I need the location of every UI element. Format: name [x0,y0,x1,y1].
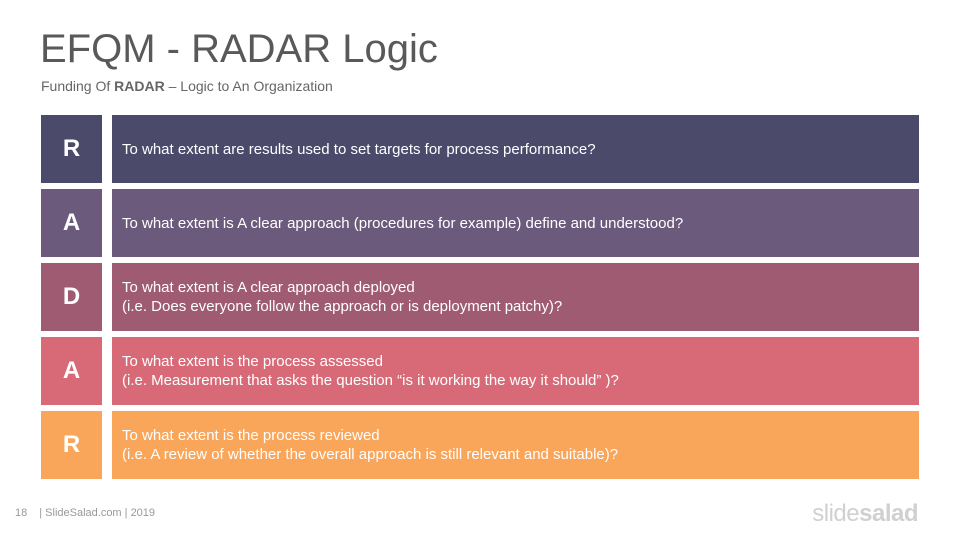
radar-description: To what extent is A clear approach (proc… [112,189,919,257]
subtitle-suffix: – Logic to An Organization [164,78,333,94]
radar-row: A To what extent is A clear approach (pr… [41,189,919,257]
page-subtitle: Funding Of RADAR – Logic to An Organizat… [41,78,333,94]
radar-description-line1: To what extent is A clear approach deplo… [122,279,415,296]
slidesalad-logo: slidesalad [812,500,918,528]
footer-credit: | SlideSalad.com | 2019 [39,507,156,519]
radar-row: D To what extent is A clear approach dep… [41,263,919,331]
radar-description-line2: (i.e. A review of whether the overall ap… [122,446,619,463]
radar-description-line1: To what extent is the process assessed [122,353,383,370]
radar-row: R To what extent is the process reviewed… [41,411,919,479]
radar-letter: A [41,189,102,257]
radar-rows: R To what extent are results used to set… [41,115,919,479]
page-title: EFQM - RADAR Logic [40,27,438,71]
radar-description: To what extent is the process assessed (… [112,337,919,405]
subtitle-bold: RADAR [114,78,165,94]
radar-description-line1: To what extent are results used to set t… [122,140,596,158]
logo-part-slide: slide [812,500,860,527]
radar-description-line1: To what extent is the process reviewed [122,427,380,444]
radar-description: To what extent are results used to set t… [112,115,919,183]
slide-footer: 18 | SlideSalad.com | 2019 [15,507,155,519]
radar-letter: R [41,115,102,183]
radar-letter: D [41,263,102,331]
radar-description: To what extent is the process reviewed (… [112,411,919,479]
radar-letter: A [41,337,102,405]
radar-description-line2: (i.e. Measurement that asks the question… [122,372,619,389]
subtitle-prefix: Funding Of [41,78,115,94]
radar-letter: R [41,411,102,479]
radar-description-line2: (i.e. Does everyone follow the approach … [122,298,563,315]
radar-description-line1: To what extent is A clear approach (proc… [122,214,684,232]
radar-row: R To what extent are results used to set… [41,115,919,183]
page-number: 18 [15,507,28,519]
radar-description: To what extent is A clear approach deplo… [112,263,919,331]
logo-part-salad: salad [859,500,918,527]
radar-row: A To what extent is the process assessed… [41,337,919,405]
